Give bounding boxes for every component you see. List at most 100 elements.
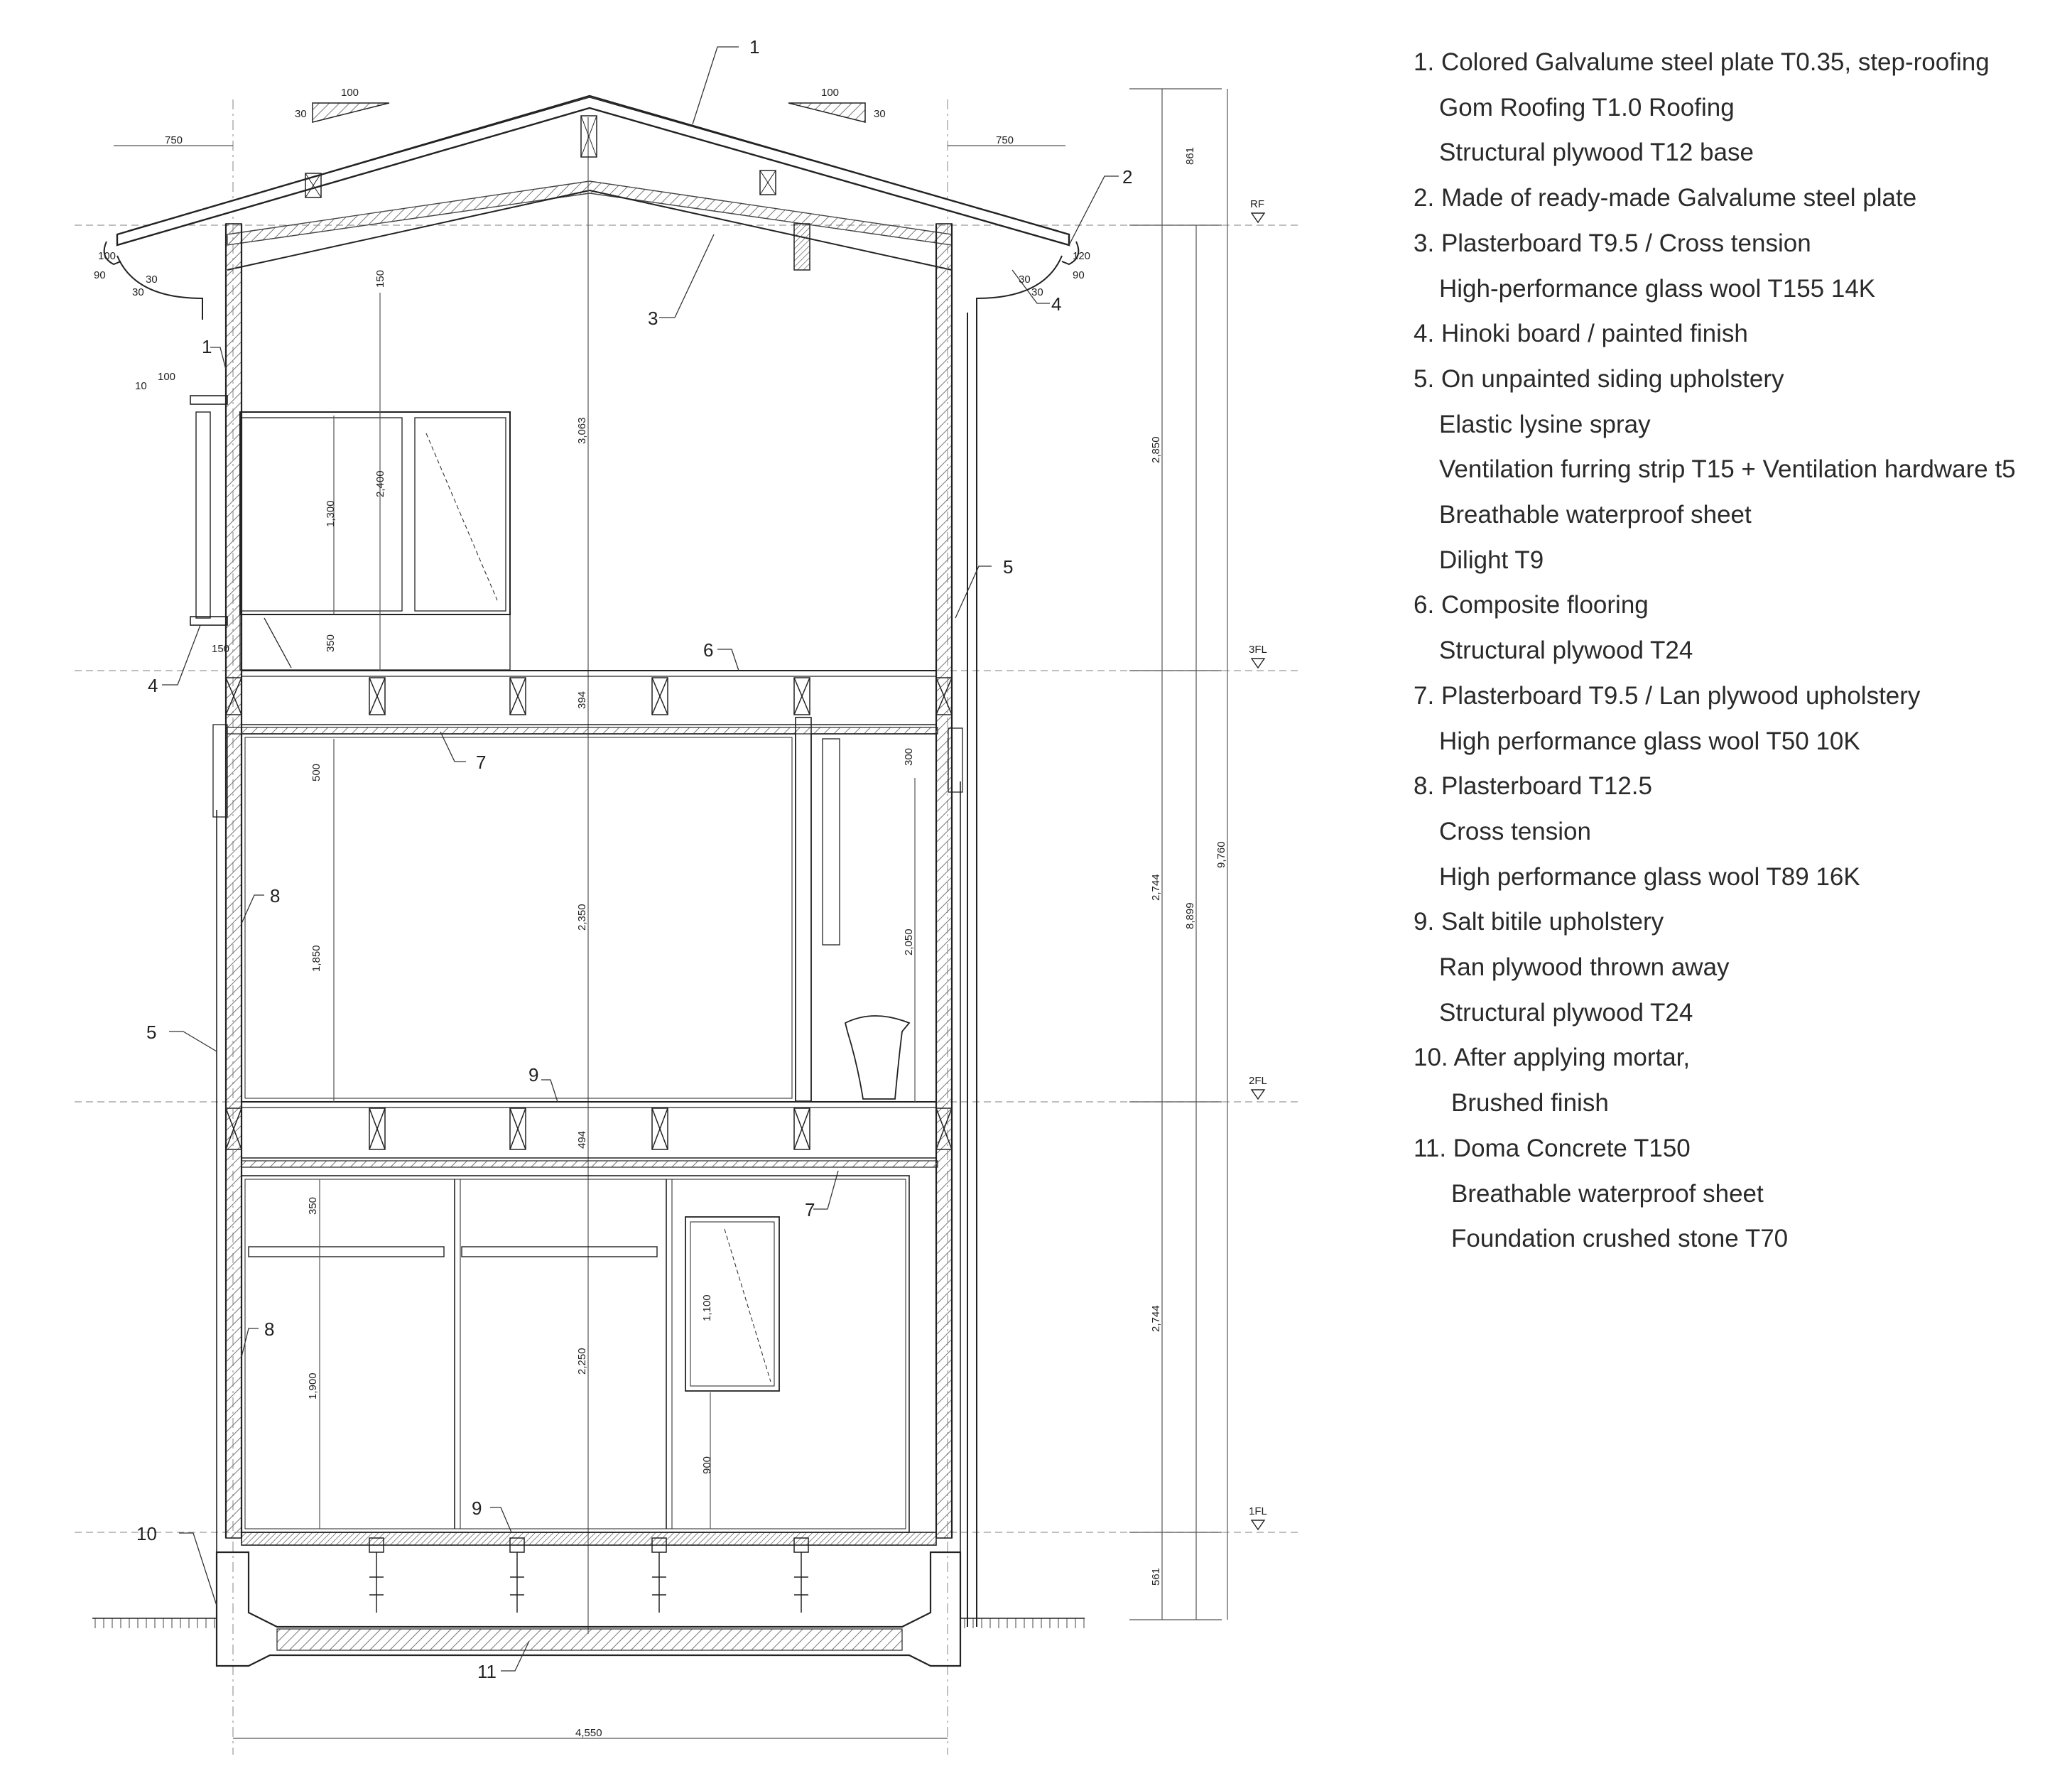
- legend-item-text: Doma Concrete T150: [1453, 1134, 1691, 1162]
- legend-item: Structural plywood T24: [1414, 628, 2053, 673]
- legend-item-text: High-performance glass wool T155 14K: [1439, 274, 1876, 303]
- dim-eave-right: 750: [996, 134, 1014, 146]
- dim-win-h: 1,300: [325, 500, 337, 527]
- legend-item-text: After applying mortar,: [1453, 1044, 1691, 1072]
- legend-item: High performance glass wool T50 10K: [1414, 719, 2053, 764]
- dim-l2-wc-top: 300: [903, 748, 915, 766]
- roof: [116, 94, 1070, 1634]
- level-1fl: 1FL: [1249, 1505, 1267, 1517]
- legend-item: Structural plywood T24: [1414, 990, 2053, 1036]
- level-labels: RF 3FL 2FL 1FL: [1249, 198, 1267, 1517]
- legend-item-text: Structural plywood T12 base: [1439, 139, 1754, 167]
- legend-item-number: 5.: [1414, 364, 1435, 393]
- legend-item-text: High performance glass wool T89 16K: [1439, 862, 1860, 891]
- legend-item: Ventilation furring strip T15 + Ventilat…: [1414, 447, 2053, 492]
- legend-item: Cross tension: [1414, 809, 2053, 855]
- dim-l2-wc: 2,050: [903, 928, 915, 955]
- dim-gutter-l3: 90: [94, 269, 106, 281]
- legend-list: 1. Colored Galvalume steel plate T0.35, …: [1414, 40, 2053, 1262]
- dim-gutter-l1: 30: [146, 274, 158, 286]
- dim-win-top: 2,400: [374, 470, 386, 497]
- legend-item: Breathable waterproof sheet: [1414, 492, 2053, 538]
- dim-gutter-l4: 100: [98, 250, 116, 262]
- dim-l1-top: 350: [307, 1197, 319, 1215]
- dim-ceiling-gap: 150: [374, 270, 386, 288]
- slope-symbols: [312, 102, 866, 123]
- callout-1-roof: 1: [749, 36, 759, 58]
- legend-item-text: Hinoki board / painted finish: [1441, 320, 1748, 348]
- callout-2: 2: [1122, 166, 1132, 188]
- legend-item-text: Breathable waterproof sheet: [1439, 501, 1752, 529]
- callouts: 1 2 3 1 4 4 5 6 7 8 5 9 7 8 9 10 11: [136, 36, 1132, 1682]
- callout-7-lower: 7: [805, 1199, 815, 1220]
- legend-item-text: Plasterboard T9.5 / Lan plywood upholste…: [1441, 681, 1921, 710]
- legend-item: 6. Composite flooring: [1414, 583, 2053, 628]
- callout-10: 10: [136, 1523, 157, 1544]
- dim-floor2-beam: 494: [576, 1131, 588, 1149]
- legend-item: 4. Hinoki board / painted finish: [1414, 311, 2053, 357]
- level-markers: [1250, 212, 1266, 1531]
- dim-slope-rise-left: 30: [295, 108, 307, 120]
- legend-item-text: Brushed finish: [1451, 1089, 1609, 1117]
- legend-item-number: 8.: [1414, 772, 1435, 801]
- callout-7-upper: 7: [476, 752, 486, 773]
- dim-right-561: 561: [1150, 1568, 1162, 1586]
- grid-axis-lines: [232, 99, 948, 1755]
- level-rf: RF: [1250, 198, 1264, 210]
- legend-item-number: 3.: [1414, 229, 1435, 257]
- dim-win-sill: 350: [325, 634, 337, 652]
- legend-item-text: Gom Roofing T1.0 Roofing: [1439, 93, 1735, 121]
- legend-item: 11. Doma Concrete T150: [1414, 1126, 2053, 1171]
- legend-item-text: Foundation crushed stone T70: [1451, 1225, 1789, 1253]
- legend-item-text: Plasterboard T9.5 / Cross tension: [1441, 229, 1811, 257]
- dim-gutter-r2: 30: [1031, 286, 1043, 298]
- dim-right-2744a: 2,744: [1150, 874, 1162, 901]
- callout-9-upper: 9: [528, 1064, 538, 1085]
- callout-8-lower: 8: [264, 1319, 274, 1340]
- legend-item: Ran plywood thrown away: [1414, 945, 2053, 990]
- leader-lines: [162, 46, 1119, 1672]
- callout-5-upper: 5: [1003, 556, 1013, 578]
- first-floor-rooms: [241, 1175, 910, 1533]
- legend-item-number: 9.: [1414, 908, 1435, 936]
- second-floor-slab: [225, 1101, 953, 1168]
- legend-item: Foundation crushed stone T70: [1414, 1216, 2053, 1262]
- dim-l1-h: 1,900: [307, 1372, 319, 1399]
- dimension-lines: [114, 88, 1228, 1739]
- callout-4-right: 4: [1051, 293, 1061, 315]
- legend-item-number: 10.: [1414, 1044, 1448, 1072]
- callout-1-wall: 1: [202, 336, 212, 357]
- legend-item: Breathable waterproof sheet: [1414, 1171, 2053, 1217]
- legend-item-text: Composite flooring: [1441, 591, 1649, 619]
- callout-6: 6: [703, 639, 713, 661]
- legend-item: 3. Plasterboard T9.5 / Cross tension: [1414, 221, 2053, 266]
- dim-l1-win: 1,100: [701, 1294, 713, 1321]
- dim-eave-left: 750: [165, 134, 183, 146]
- callout-9-lower: 9: [472, 1498, 482, 1519]
- legend-item-text: Plasterboard T12.5: [1441, 772, 1652, 801]
- legend-item-text: Cross tension: [1439, 817, 1591, 845]
- dim-gutter-r1: 30: [1019, 274, 1031, 286]
- callout-4-left: 4: [148, 675, 158, 696]
- dim-right-861: 861: [1184, 147, 1196, 165]
- gutters: [103, 241, 1080, 1627]
- dim-slope-rise-right: 30: [874, 108, 886, 120]
- legend-item-text: Structural plywood T24: [1439, 637, 1693, 665]
- dim-l1-sill: 900: [701, 1456, 713, 1474]
- dim-l2-h: 2,350: [576, 904, 588, 931]
- legend-item: 5. On unpainted siding upholstery: [1414, 357, 2053, 402]
- dim-width: 4,550: [575, 1727, 602, 1739]
- legend-item-text: Ran plywood thrown away: [1439, 953, 1730, 982]
- legend-item-text: Ventilation furring strip T15 + Ventilat…: [1439, 455, 2016, 484]
- legend-item-number: 4.: [1414, 320, 1435, 348]
- legend-item-number: 1.: [1414, 48, 1435, 76]
- third-floor-window: [190, 395, 511, 671]
- dim-total-8899: 8,899: [1184, 902, 1196, 929]
- callout-11: 11: [477, 1661, 497, 1682]
- dim-sill-run: 100: [158, 371, 175, 383]
- legend-item: 7. Plasterboard T9.5 / Lan plywood uphol…: [1414, 673, 2053, 719]
- legend-item: 2. Made of ready-made Galvalume steel pl…: [1414, 175, 2053, 221]
- legend-item: 8. Plasterboard T12.5: [1414, 764, 2053, 809]
- dim-right-2744b: 2,744: [1150, 1305, 1162, 1332]
- legend-item: Brushed finish: [1414, 1081, 2053, 1126]
